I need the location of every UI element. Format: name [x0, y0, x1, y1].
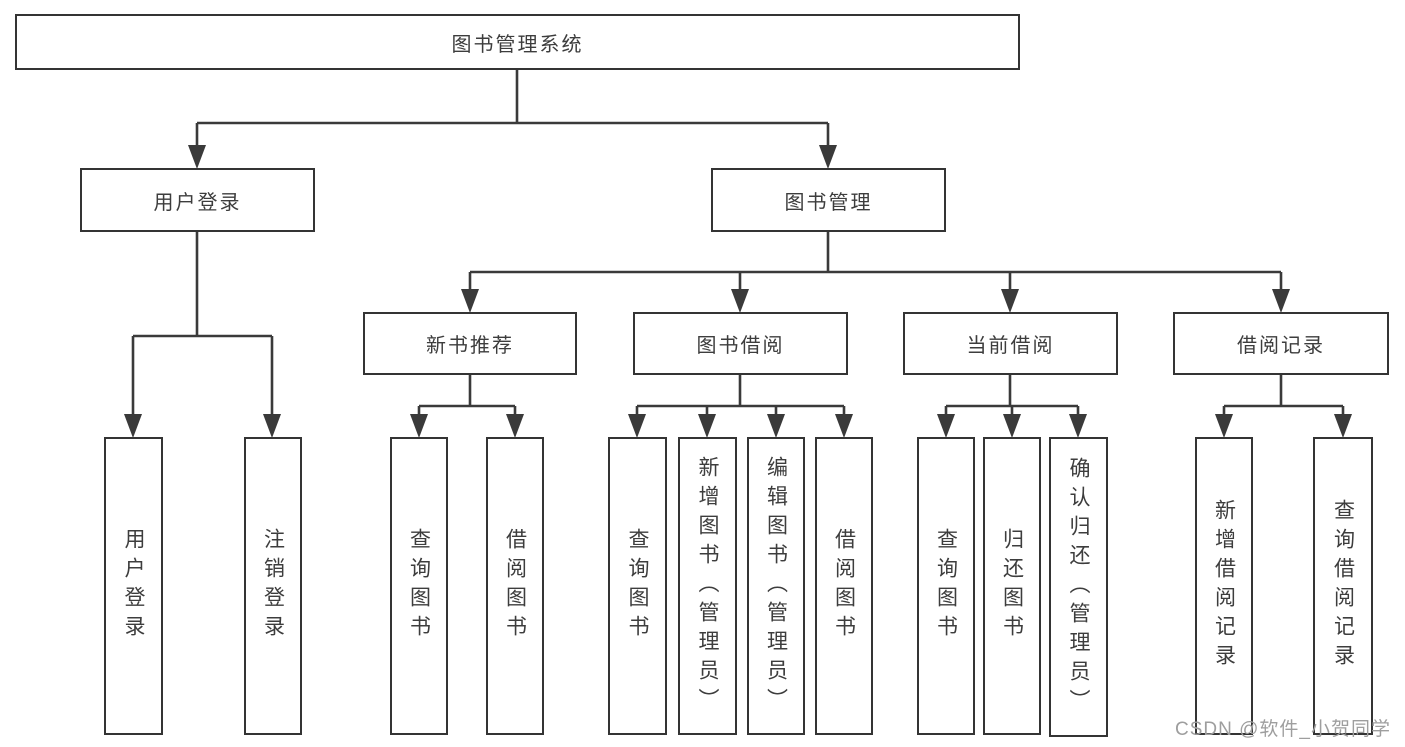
leaf-add-borrow-record: 新增借阅记录	[1195, 437, 1253, 735]
arrowhead-icon	[628, 414, 646, 438]
leaf-edit-books-admin: 编辑图书（管理员）	[747, 437, 805, 735]
arrowhead-icon	[506, 414, 524, 438]
arrowhead-icon	[461, 289, 479, 313]
arrowhead-icon	[410, 414, 428, 438]
leaf-query-books-1: 查询图书	[390, 437, 448, 735]
leaf-query-books-3-label: 查询图书	[934, 528, 958, 644]
connector-root-to-level1	[195, 70, 830, 146]
arrowhead-icon	[1334, 414, 1352, 438]
connector-bookborrow-to-leaves	[635, 375, 846, 415]
leaf-user-login-label: 用户登录	[122, 528, 145, 644]
leaf-query-books-3: 查询图书	[917, 437, 975, 735]
arrowhead-icon	[731, 289, 749, 313]
leaf-borrow-books-2: 借阅图书	[815, 437, 873, 735]
node-book-borrow-label: 图书借阅	[696, 335, 785, 357]
leaf-logout: 注销登录	[244, 437, 302, 735]
node-root: 图书管理系统	[15, 14, 1020, 70]
leaf-user-login: 用户登录	[104, 437, 163, 735]
leaf-confirm-return-admin: 确认归还（管理员）	[1049, 437, 1108, 737]
arrowhead-icon	[124, 414, 142, 438]
leaf-query-borrow-record-label: 查询借阅记录	[1331, 499, 1355, 673]
node-borrow-record-label: 借阅记录	[1237, 335, 1325, 357]
node-root-label: 图书管理系统	[451, 33, 584, 56]
leaf-borrow-books-2-label: 借阅图书	[832, 528, 856, 644]
connector-bookmgmt-to-level2	[468, 232, 1283, 290]
leaf-add-borrow-record-label: 新增借阅记录	[1212, 499, 1236, 673]
node-user-login: 用户登录	[80, 168, 315, 232]
leaf-add-books-admin: 新增图书（管理员）	[678, 437, 737, 735]
leaf-edit-books-admin-label: 编辑图书（管理员）	[764, 455, 788, 717]
leaf-return-books: 归还图书	[983, 437, 1041, 735]
arrowhead-icon	[819, 145, 837, 169]
connector-currentborrow-to-leaves	[944, 375, 1080, 415]
node-user-login-label: 用户登录	[153, 191, 242, 214]
leaf-add-books-admin-label: 新增图书（管理员）	[696, 455, 719, 717]
node-borrow-record: 借阅记录	[1173, 312, 1389, 375]
arrowhead-icon	[1069, 414, 1087, 438]
leaf-return-books-label: 归还图书	[1000, 528, 1024, 644]
leaf-query-books-2: 查询图书	[608, 437, 667, 735]
watermark-text: CSDN @软件_小贺同学	[1175, 719, 1391, 740]
arrowhead-icon	[698, 414, 716, 438]
connector-borrowrecord-to-leaves	[1222, 375, 1345, 415]
arrowhead-icon	[188, 145, 206, 169]
arrowhead-icon	[1001, 289, 1019, 313]
leaf-query-borrow-record: 查询借阅记录	[1313, 437, 1373, 735]
leaf-logout-label: 注销登录	[261, 528, 285, 644]
connector-userlogin-to-leaves	[131, 232, 274, 415]
leaf-query-books-1-label: 查询图书	[407, 528, 431, 644]
connector-newbook-to-leaves	[417, 375, 517, 415]
node-current-borrow: 当前借阅	[903, 312, 1118, 375]
arrowhead-icon	[835, 414, 853, 438]
arrowhead-icon	[937, 414, 955, 438]
arrowhead-icon	[1272, 289, 1290, 313]
leaf-confirm-return-admin-label: 确认归还（管理员）	[1067, 456, 1090, 718]
arrowhead-icon	[263, 414, 281, 438]
leaf-borrow-books-1-label: 借阅图书	[503, 528, 527, 644]
arrowhead-icon	[767, 414, 785, 438]
leaf-query-books-2-label: 查询图书	[626, 528, 649, 644]
arrowhead-icon	[1215, 414, 1233, 438]
node-new-book-recommend: 新书推荐	[363, 312, 577, 375]
node-book-management-label: 图书管理	[784, 191, 873, 214]
leaf-borrow-books-1: 借阅图书	[486, 437, 544, 735]
arrowhead-icon	[1003, 414, 1021, 438]
node-book-management: 图书管理	[711, 168, 946, 232]
node-book-borrow: 图书借阅	[633, 312, 848, 375]
node-current-borrow-label: 当前借阅	[966, 335, 1055, 357]
node-new-book-recommend-label: 新书推荐	[426, 335, 514, 357]
